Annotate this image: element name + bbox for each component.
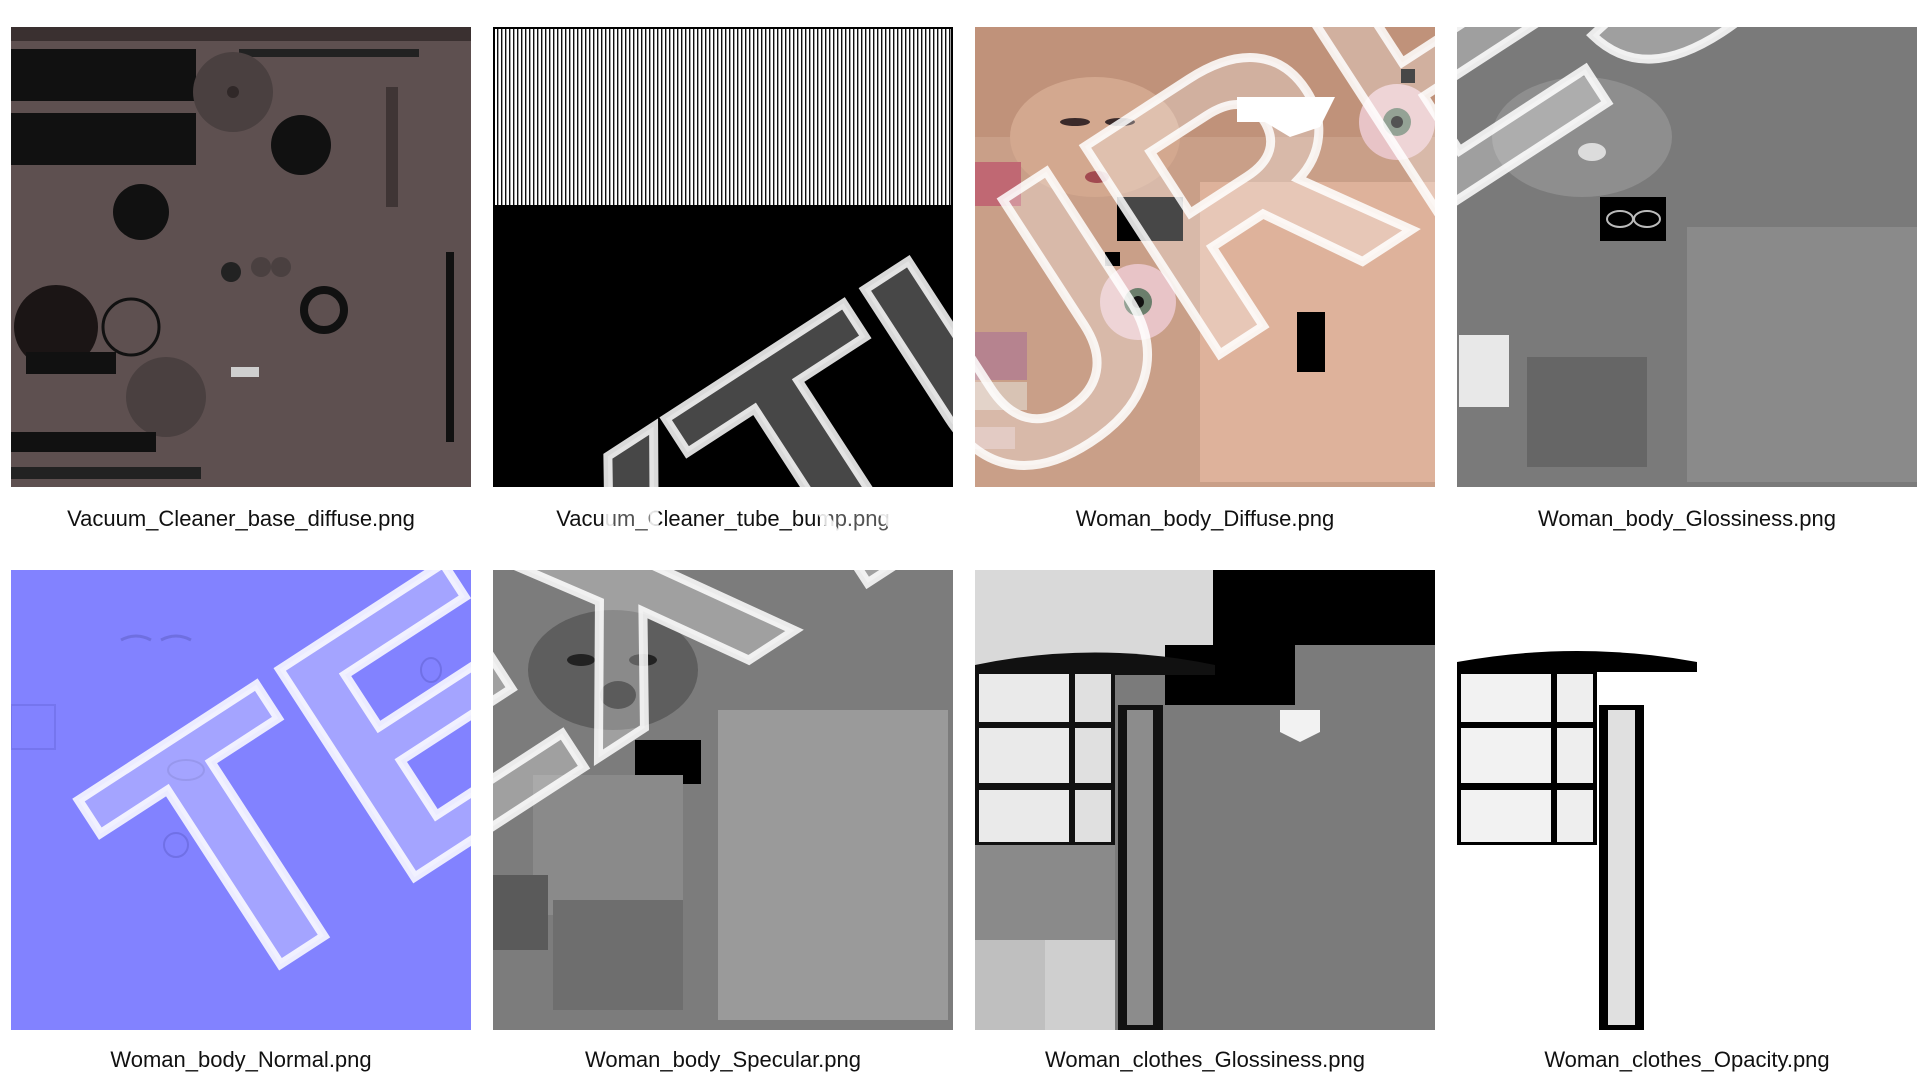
woman-clothes-opacity-image — [1457, 570, 1917, 1030]
woman-body-glossiness-image — [1457, 27, 1917, 487]
vacuum-base-diffuse-image — [11, 27, 471, 487]
texture-caption: Woman_clothes_Glossiness.png — [1045, 1047, 1365, 1072]
texture-caption: Woman_body_Specular.png — [584, 1047, 861, 1072]
woman-body-specular-image — [493, 570, 953, 1030]
texture-caption: Woman_body_Diffuse.png — [1075, 506, 1335, 531]
vacuum-tube-bump-image — [493, 27, 953, 487]
texture-caption: Woman_clothes_Opacity.png — [1544, 1047, 1830, 1072]
texture-thumbnail-woman-body-glossiness[interactable] — [1457, 27, 1917, 487]
texture-caption: Woman_body_Normal.png — [110, 1047, 372, 1072]
texture-caption: Vacuum_Cleaner_base_diffuse.png — [67, 506, 415, 531]
texture-caption: Woman_body_Glossiness.png — [1538, 506, 1836, 531]
texture-thumbnail-vacuum-base-diffuse[interactable] — [11, 27, 471, 487]
woman-body-diffuse-image — [975, 27, 1435, 487]
texture-thumbnail-woman-body-normal[interactable] — [11, 570, 471, 1030]
texture-thumbnail-woman-clothes-opacity[interactable] — [1457, 570, 1917, 1030]
texture-thumbnail-woman-clothes-glossiness[interactable] — [975, 570, 1435, 1030]
woman-body-normal-image — [11, 570, 471, 1030]
texture-caption: Vacuum_Cleaner_tube_bump.png — [556, 506, 890, 531]
texture-thumbnail-vacuum-tube-bump[interactable] — [493, 27, 953, 487]
woman-clothes-glossiness-image — [975, 570, 1435, 1030]
texture-thumbnail-woman-body-diffuse[interactable] — [975, 27, 1435, 487]
texture-thumbnail-woman-body-specular[interactable] — [493, 570, 953, 1030]
